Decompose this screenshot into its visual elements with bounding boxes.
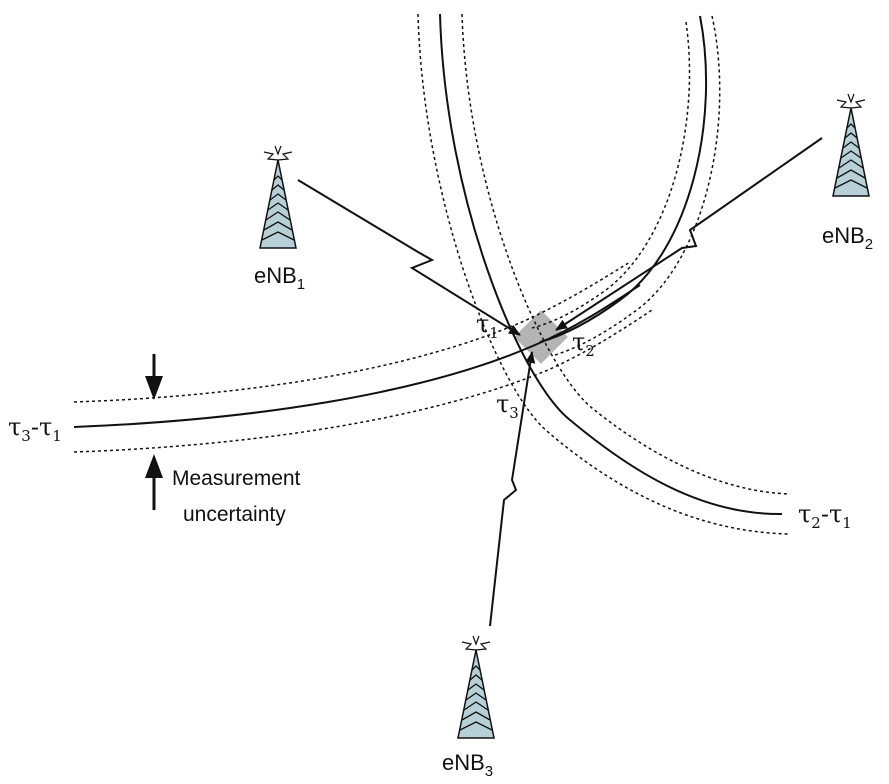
signal-paths xyxy=(297,137,823,627)
hyperbola-tau3-tau1-center xyxy=(73,284,641,428)
hyperbola-tau3-tau1-bound-lower xyxy=(73,309,653,453)
cell-tower-icon xyxy=(457,635,495,739)
hyperbola-branch-upper-bound-b xyxy=(551,15,721,357)
hyperbola-label-tau3-tau1: τ3-τ1 xyxy=(8,413,62,445)
hyperbola-label-tau2-tau1: τ2-τ1 xyxy=(798,500,852,532)
hyperbola-branch-upper-bound-a xyxy=(531,21,691,329)
signal-path-enb1 xyxy=(297,179,521,336)
cell-tower-icon xyxy=(259,145,297,249)
signal-path-enb2 xyxy=(555,137,823,331)
hyperbola-branch-upper xyxy=(531,15,721,357)
arrival-label-tau1: τ1 xyxy=(476,310,499,342)
arrival-label-tau2: τ2 xyxy=(572,328,595,360)
tower-enb2 xyxy=(832,93,870,197)
signal-path-enb3 xyxy=(489,351,536,627)
hyperbola-branch-upper-center xyxy=(539,15,708,343)
uncertainty-note-line2: uncertainty xyxy=(183,503,286,526)
tower-label-enb3: eNB3 xyxy=(442,750,493,780)
hyperbola-tau2-tau1-bound-outer xyxy=(461,13,791,495)
cell-tower-icon xyxy=(832,93,870,197)
arrival-label-tau3: τ3 xyxy=(496,390,519,422)
tower-label-enb1: eNB1 xyxy=(254,263,305,293)
uncertainty-region xyxy=(514,310,568,364)
tower-label-enb2: eNB2 xyxy=(822,223,873,253)
uncertainty-arrow-up-head xyxy=(145,454,163,478)
hyperbola-tau2-tau1 xyxy=(417,13,791,535)
hyperbola-tau2-tau1-center xyxy=(439,13,783,516)
tower-enb1 xyxy=(259,145,297,249)
uncertainty-note-line1: Measurement xyxy=(172,467,301,490)
uncertainty-arrow-down-head xyxy=(145,376,163,400)
hyperbola-tau3-tau1 xyxy=(73,261,653,453)
tower-enb3 xyxy=(457,635,495,739)
hyperbola-tau2-tau1-bound-inner xyxy=(417,13,791,535)
hyperbola-tau3-tau1-bound-upper xyxy=(73,261,631,403)
uncertainty-arrows xyxy=(145,354,163,510)
